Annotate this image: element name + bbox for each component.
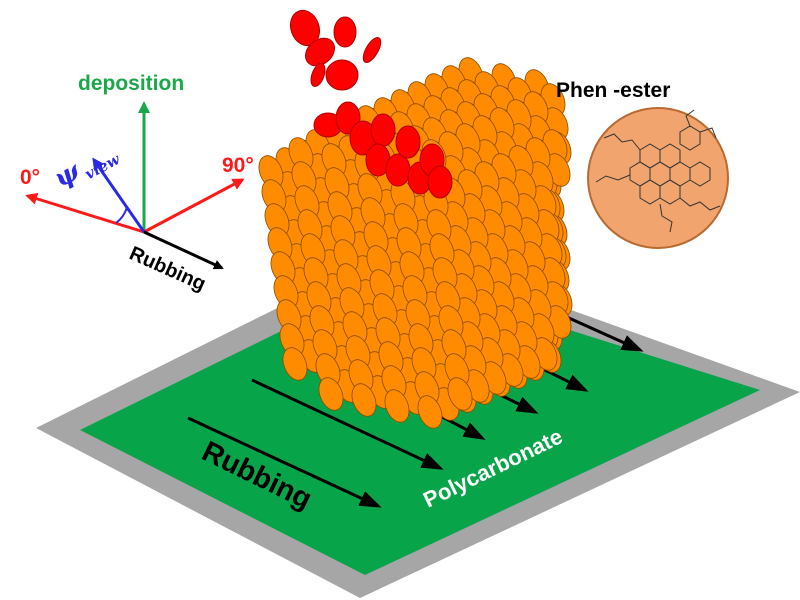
deposition-label: deposition (78, 72, 184, 95)
zero-degree-axis (28, 196, 144, 232)
discotic-column-stack (254, 54, 576, 432)
ninety-degree-axis (144, 180, 242, 232)
depositing-molecule (334, 17, 356, 47)
depositing-molecule (360, 35, 384, 65)
depositing-molecule (371, 114, 395, 146)
psi-subscript: view (82, 150, 124, 184)
molecule-name: Phen -ester (556, 79, 670, 102)
rubbing-axis-label: Rubbing (126, 242, 209, 295)
psi-symbol: ψ (49, 155, 86, 194)
depositing-molecule (386, 154, 410, 186)
depositing-molecule (396, 126, 420, 158)
depositing-molecule (326, 60, 358, 90)
depositing-molecule (428, 166, 452, 198)
depositing-molecule (308, 62, 327, 89)
molecule-circle (588, 108, 728, 248)
zero-degree-label: 0° (20, 166, 40, 189)
psi-angle-arc (116, 207, 127, 223)
molecule-inset: Phen -ester (556, 79, 728, 248)
ninety-degree-label: 90° (222, 154, 254, 177)
